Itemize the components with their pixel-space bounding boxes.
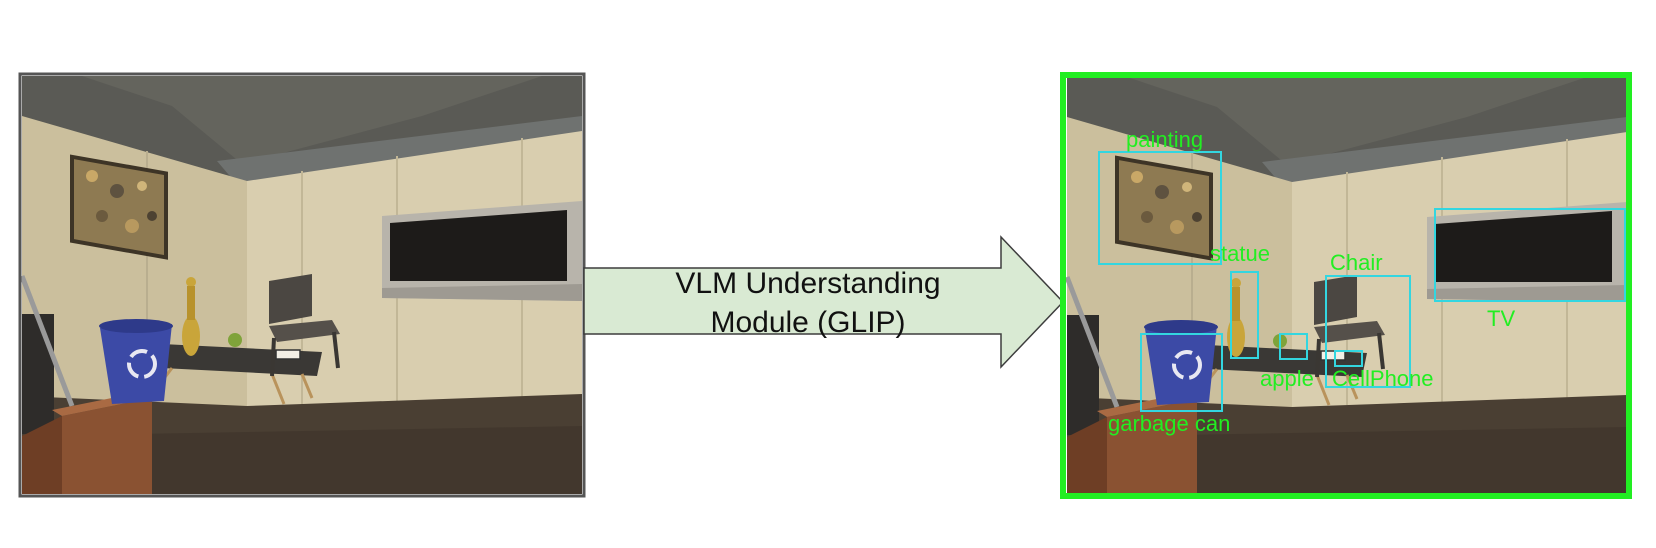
arrow-label-line2: Module (GLIP) xyxy=(710,306,905,339)
arrow-label-line1: VLM Understanding xyxy=(675,267,940,300)
statue-detection-box xyxy=(1230,271,1259,359)
chair-detection-box xyxy=(1325,275,1411,388)
apple-detection-box xyxy=(1279,333,1308,360)
input-scene-image xyxy=(22,76,582,494)
apple-label: apple xyxy=(1260,366,1314,391)
garbage-can-label: garbage can xyxy=(1108,411,1230,436)
painting-label: painting xyxy=(1126,127,1203,152)
statue-label: statue xyxy=(1210,241,1270,266)
cellphone-detection-box xyxy=(1334,350,1363,367)
chair-label: Chair xyxy=(1330,250,1383,275)
cellphone-label: CellPhone xyxy=(1332,366,1434,391)
garbage-can-detection-box xyxy=(1140,333,1223,412)
output-image-frame xyxy=(1060,72,1632,499)
tv-detection-box xyxy=(1434,208,1626,302)
tv-label: TV xyxy=(1487,306,1515,331)
process-arrow xyxy=(583,235,1065,369)
painting-detection-box xyxy=(1098,151,1222,265)
